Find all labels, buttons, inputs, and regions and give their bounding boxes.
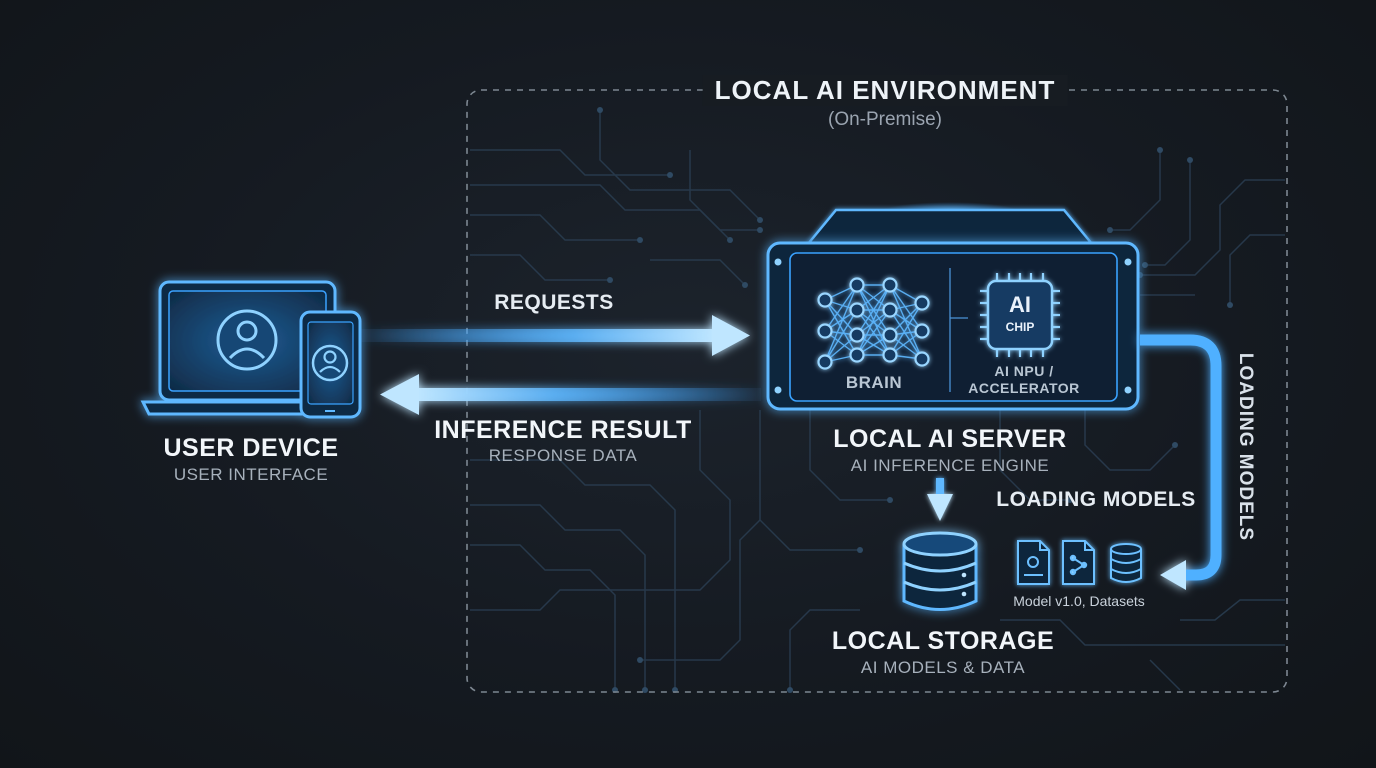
requests-arrow (360, 315, 750, 356)
chip-label-chip: CHIP (1005, 320, 1035, 334)
user-device-subtitle: USER INTERFACE (173, 465, 329, 484)
response-data-label: RESPONSE DATA (488, 446, 638, 465)
inference-result-arrow (380, 374, 761, 415)
server-title: LOCAL AI SERVER (833, 425, 1067, 453)
npu-label-line1: AI NPU / (994, 363, 1054, 379)
ai-chip-icon (980, 273, 1060, 357)
files-caption: Model v1.0, Datasets (1013, 593, 1145, 609)
npu-label-line2: ACCELERATOR (968, 380, 1080, 396)
neural-network-icon (817, 277, 930, 370)
ai-server-icon (766, 202, 1140, 411)
brain-label: BRAIN (845, 373, 903, 392)
environment-title: LOCAL AI ENVIRONMENT (702, 75, 1068, 106)
smartphone-icon (299, 310, 362, 419)
user-avatar-icon (216, 309, 278, 371)
loading-models-label: LOADING MODELS (996, 488, 1196, 511)
storage-subtitle: AI MODELS & DATA (860, 658, 1026, 677)
requests-label: REQUESTS (494, 291, 614, 314)
loading-models-vertical-label: LOADING MODELS (1235, 352, 1256, 542)
user-device-title: USER DEVICE (163, 434, 339, 462)
graph-file-icon (1062, 540, 1095, 585)
server-subtitle: AI INFERENCE ENGINE (850, 456, 1050, 475)
server-to-storage-arrow (927, 478, 953, 521)
chip-label-ai: AI (1009, 292, 1031, 317)
storage-title: LOCAL STORAGE (831, 627, 1055, 655)
loading-models-arrow (1140, 334, 1222, 590)
inference-result-label: INFERENCE RESULT (434, 416, 692, 444)
environment-subtitle: (On-Premise) (827, 109, 943, 130)
database-icon (902, 531, 978, 611)
dataset-icon (1110, 543, 1142, 583)
model-file-icon (1017, 540, 1050, 585)
user-device-icon (140, 280, 362, 419)
